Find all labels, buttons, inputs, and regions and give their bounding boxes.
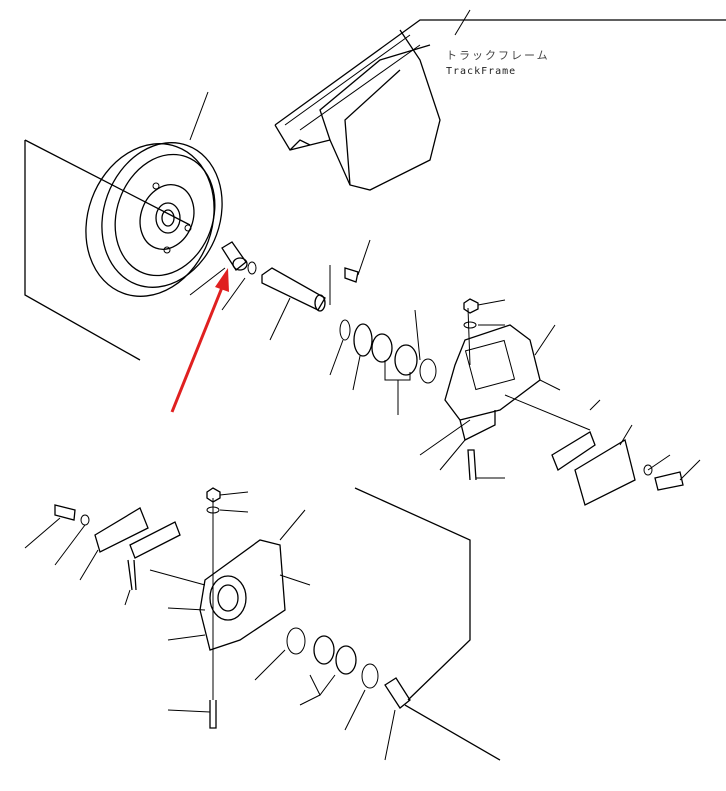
shim-plates-left xyxy=(24,504,206,606)
support-bracket-upper xyxy=(419,298,591,481)
track-frame-label-jp: トラックフレーム xyxy=(446,49,550,62)
bushing xyxy=(189,241,257,311)
shaft xyxy=(261,239,371,341)
floating-seals-lower xyxy=(254,487,501,761)
track-frame xyxy=(274,9,726,191)
shim-plates-right xyxy=(551,399,701,506)
support-bracket-lower xyxy=(167,487,311,729)
track-frame-label-en: TrackFrame xyxy=(446,66,517,77)
highlight-arrow xyxy=(170,268,229,413)
idler-wheel xyxy=(24,91,223,361)
floating-seals-upper xyxy=(329,309,437,415)
